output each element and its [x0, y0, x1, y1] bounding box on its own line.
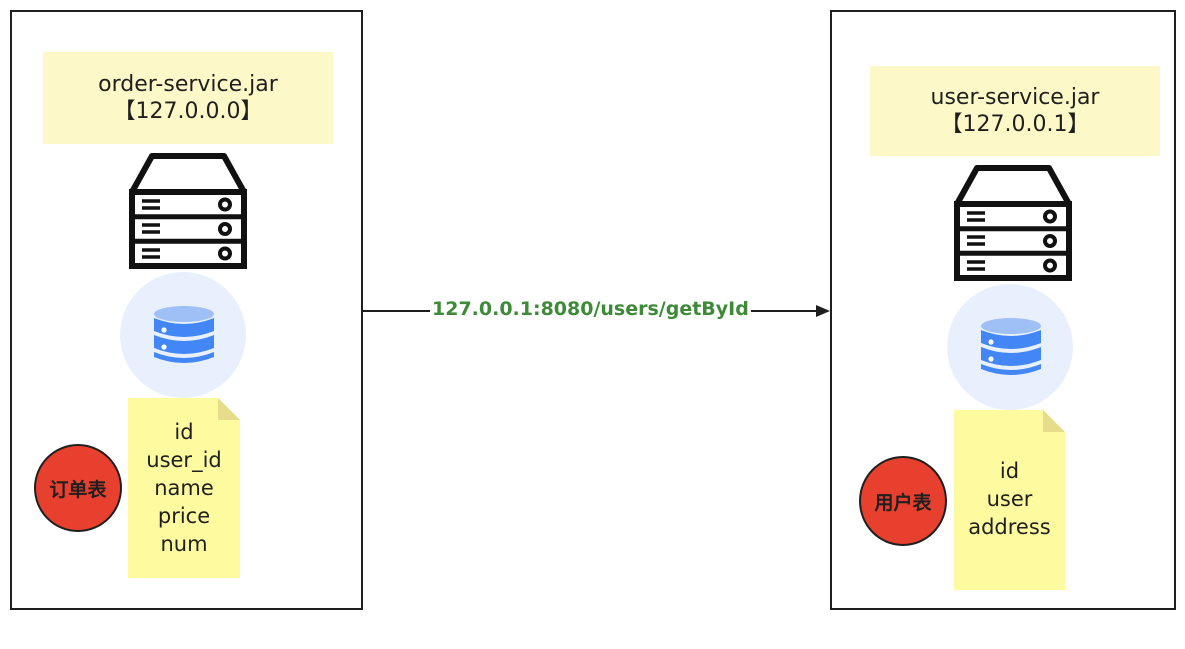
field-price: price: [157, 504, 211, 528]
order-db-circle: [120, 272, 246, 398]
user-field-list: id user address: [954, 457, 1065, 541]
ip-address: 【127.0.0.1】: [940, 112, 1090, 137]
field-id: id: [174, 420, 194, 444]
order-table-badge: 订单表: [34, 444, 122, 532]
jar-name: user-service.jar: [930, 85, 1100, 110]
order-service-label: order-service.jar 【127.0.0.0】: [43, 52, 333, 144]
field-user: user: [986, 487, 1033, 511]
field-address: address: [968, 515, 1051, 539]
order-field-list: id user_id name price num: [128, 418, 240, 558]
user-db-circle: [947, 284, 1073, 410]
database-icon: [981, 318, 1041, 375]
jar-name: order-service.jar: [98, 72, 278, 97]
arrowhead-icon: [816, 305, 830, 317]
field-num: num: [160, 532, 208, 556]
user-service-label: user-service.jar 【127.0.0.1】: [870, 66, 1160, 156]
order-table-note: id user_id name price num: [128, 398, 240, 578]
field-id: id: [999, 459, 1020, 483]
user-table-note: id user address: [954, 410, 1065, 590]
database-icon: [154, 306, 214, 363]
field-user-id: user_id: [146, 448, 222, 472]
server-rack-icon: [129, 153, 247, 269]
ip-address: 【127.0.0.0】: [113, 99, 263, 124]
server-rack-icon: [954, 165, 1072, 281]
user-table-badge: 用户表: [859, 456, 947, 546]
request-url-label: 127.0.0.1:8080/users/getById: [430, 298, 751, 320]
field-name: name: [154, 476, 214, 500]
